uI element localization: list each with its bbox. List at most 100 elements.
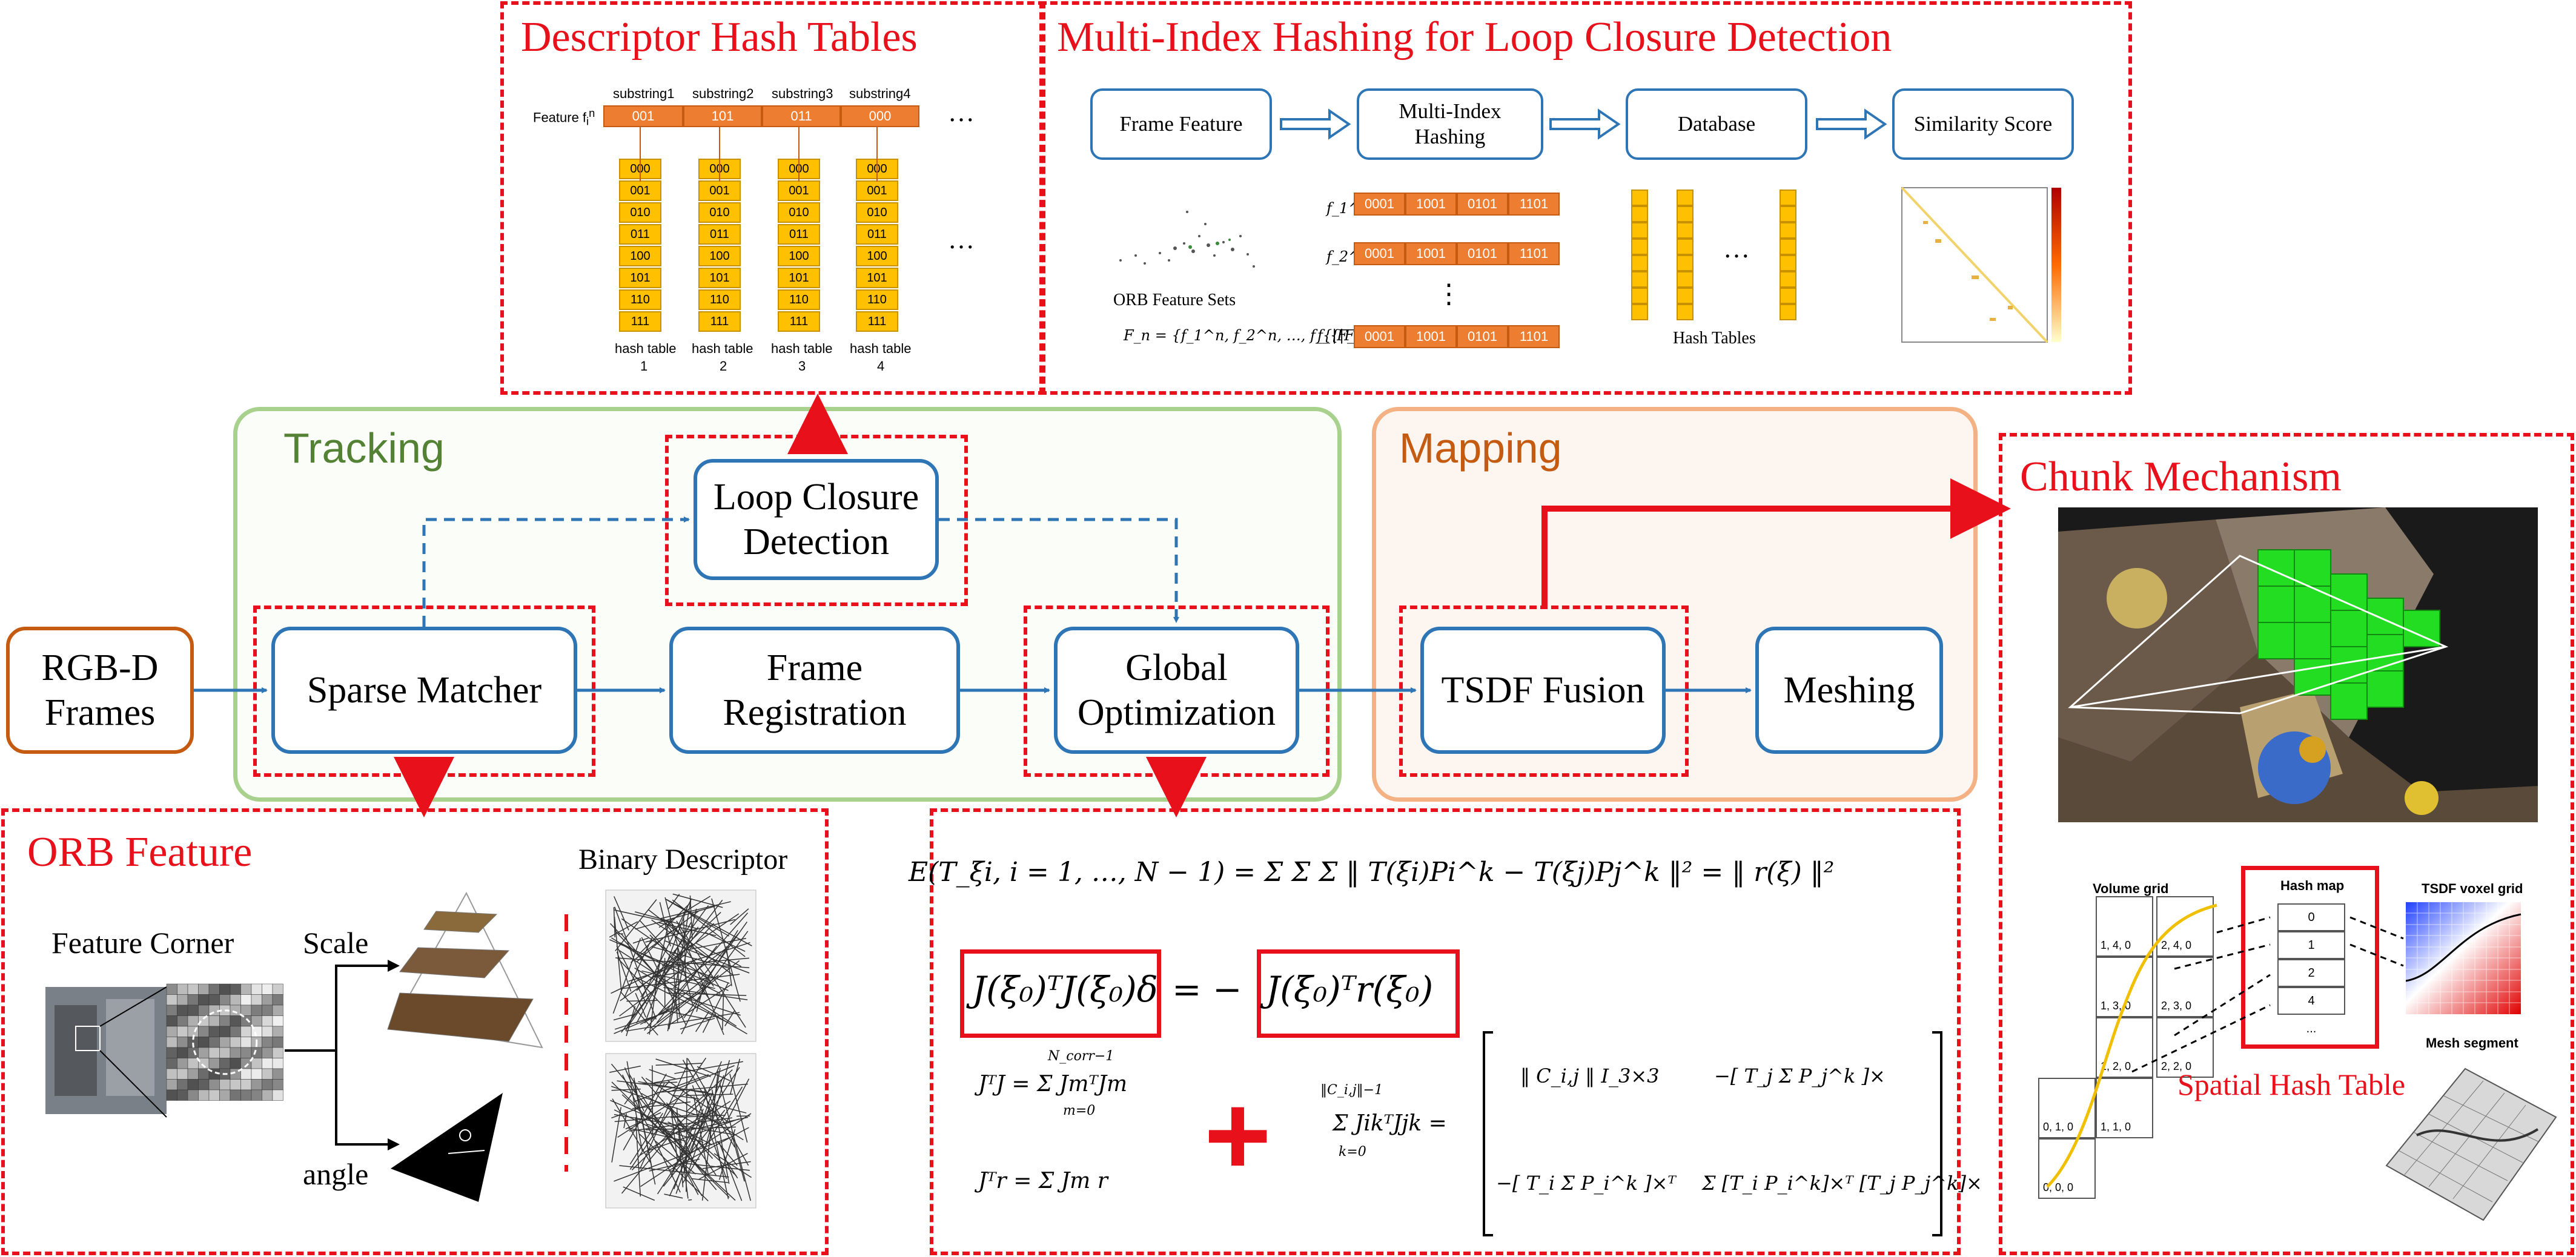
code-cell: 0101 bbox=[1457, 193, 1508, 216]
hash-table-caption: hash table bbox=[615, 341, 677, 356]
hash-table-cell: 100 bbox=[856, 246, 898, 266]
ellipsis: … bbox=[948, 225, 975, 254]
chunk-title: Chunk Mechanism bbox=[2020, 454, 2342, 500]
orb-title: ORB Feature bbox=[27, 829, 253, 876]
normal-equation-left: J(ξ₀)ᵀJ(ξ₀)δ bbox=[972, 969, 1158, 1010]
database-table-cell bbox=[1677, 239, 1694, 255]
feature-substring-cell: 101 bbox=[683, 105, 762, 127]
code-cell: 0001 bbox=[1354, 242, 1405, 265]
jtr-highlight bbox=[1257, 949, 1460, 1038]
matrix-entry-21: −[ T_i Σ P_i^k ]×ᵀ bbox=[1496, 1172, 1676, 1195]
hash-table-caption: hash table bbox=[850, 341, 912, 356]
volume-grid-cell: 1, 2, 0 bbox=[2096, 1017, 2153, 1078]
hash-table-cell: 111 bbox=[619, 311, 661, 332]
hash-map-entry: 0 bbox=[2277, 903, 2345, 931]
code-cell: 0001 bbox=[1354, 193, 1405, 216]
code-cell: 1101 bbox=[1508, 193, 1560, 216]
hash-table-cell: 011 bbox=[778, 224, 820, 245]
hash-table-number: 4 bbox=[877, 358, 885, 374]
hash-table-cell: 011 bbox=[619, 224, 661, 245]
angle-label: angle bbox=[303, 1157, 369, 1191]
code-cell: 0101 bbox=[1457, 242, 1508, 265]
code-cell: 1101 bbox=[1508, 325, 1560, 348]
hash-table-cell: 100 bbox=[619, 246, 661, 266]
sparse-matcher-node: Sparse Matcher bbox=[271, 627, 577, 754]
energy-equation: E(T_ξi, i = 1, …, N − 1) = Σ Σ Σ ‖ T(ξi)… bbox=[909, 857, 1835, 888]
mapping-title: Mapping bbox=[1399, 424, 1562, 472]
tsdf-voxel-label: TSDF voxel grid bbox=[2422, 881, 2523, 896]
tracking-title: Tracking bbox=[283, 424, 445, 472]
feature-corner-label: Feature Corner bbox=[51, 926, 234, 960]
hash-table-cell: 011 bbox=[856, 224, 898, 245]
feature-substring-cell: 011 bbox=[762, 105, 841, 127]
orb-feature-sets-label: ORB Feature Sets bbox=[1113, 291, 1236, 309]
descriptor-hash-panel bbox=[500, 1, 1045, 395]
plus-sign: + bbox=[1204, 1071, 1271, 1199]
code-cell: 1001 bbox=[1405, 325, 1457, 348]
hash-table-cell: 110 bbox=[778, 289, 820, 310]
hash-table-cell: 111 bbox=[698, 311, 741, 332]
mih-panel bbox=[1039, 1, 2132, 395]
feature-substring-cell: 000 bbox=[841, 105, 919, 127]
rgbd-frames-node: RGB-D Frames bbox=[6, 627, 194, 754]
hash-map-entry: 1 bbox=[2277, 931, 2345, 959]
hash-link-line bbox=[876, 127, 878, 182]
volume-grid-cell: 2, 3, 0 bbox=[2156, 957, 2214, 1017]
sum-upper-corr: N_corr−1 bbox=[1048, 1049, 1114, 1064]
hash-table-cell: 001 bbox=[619, 180, 661, 201]
database-table-cell bbox=[1677, 190, 1694, 206]
hash-link-line bbox=[719, 127, 720, 182]
volume-grid-cell: 2, 4, 0 bbox=[2156, 896, 2214, 957]
meshing-node: Meshing bbox=[1755, 627, 1943, 754]
mih-step-database: Database bbox=[1626, 88, 1807, 160]
database-table-cell bbox=[1677, 255, 1694, 271]
scale-label: Scale bbox=[303, 926, 369, 960]
database-table-cell bbox=[1677, 288, 1694, 304]
hash-table-cell: 001 bbox=[698, 180, 741, 201]
substring-2: substring2 bbox=[692, 86, 754, 101]
hash-map-highlight bbox=[2241, 866, 2379, 1049]
volume-grid-cell: 1, 1, 0 bbox=[2096, 1078, 2153, 1138]
database-table-cell bbox=[1631, 239, 1648, 255]
similarity-matrix bbox=[1901, 186, 2061, 343]
mih-title: Multi-Index Hashing for Loop Closure Det… bbox=[1057, 14, 1892, 61]
database-table-cell bbox=[1677, 222, 1694, 239]
volume-grid-cell: 1, 4, 0 bbox=[2096, 896, 2153, 957]
mih-step-similarity-score: Similarity Score bbox=[1892, 88, 2074, 160]
database-table-cell bbox=[1631, 255, 1648, 271]
ellipsis: … bbox=[948, 97, 975, 127]
database-table-cell bbox=[1677, 304, 1694, 320]
hash-table-cell: 101 bbox=[778, 268, 820, 288]
jikjjk-equation: Σ JikᵀJjk = bbox=[1333, 1111, 1447, 1136]
hash-map-entry: 4 bbox=[2277, 987, 2345, 1015]
hash-link-line bbox=[640, 127, 641, 182]
hash-table-number: 2 bbox=[720, 358, 727, 374]
orb-panel bbox=[1, 808, 829, 1255]
hash-table-cell: 101 bbox=[619, 268, 661, 288]
hash-map-entry: ... bbox=[2306, 1021, 2317, 1035]
database-table-cell bbox=[1631, 304, 1648, 320]
code-cell: 1001 bbox=[1405, 193, 1457, 216]
sum-lower-m: m=0 bbox=[1063, 1103, 1096, 1118]
hash-table-cell: 101 bbox=[856, 268, 898, 288]
hash-table-cell: 110 bbox=[856, 289, 898, 310]
hash-table-number: 1 bbox=[640, 358, 648, 374]
database-table-cell bbox=[1780, 288, 1796, 304]
database-table-cell bbox=[1631, 288, 1648, 304]
substring-3: substring3 bbox=[772, 86, 833, 101]
hash-table-cell: 110 bbox=[619, 289, 661, 310]
hash-table-cell: 101 bbox=[698, 268, 741, 288]
spatial-hash-table-label: Spatial Hash Table bbox=[2177, 1067, 2406, 1101]
hash-table-cell: 010 bbox=[778, 202, 820, 223]
descriptor-hash-title: Descriptor Hash Tables bbox=[521, 14, 918, 61]
substring-4: substring4 bbox=[849, 86, 911, 101]
database-table-cell bbox=[1780, 222, 1796, 239]
feature-label: Feature fin bbox=[533, 107, 595, 128]
database-table-cell bbox=[1780, 271, 1796, 288]
mesh-segment-image bbox=[2385, 1067, 2557, 1221]
substring-1: substring1 bbox=[613, 86, 675, 101]
